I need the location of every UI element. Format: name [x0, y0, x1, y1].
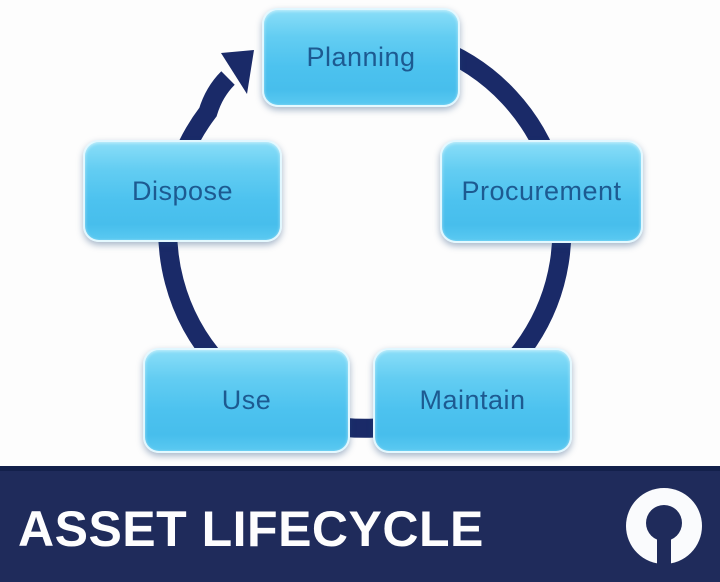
node-procurement: Procurement — [440, 140, 643, 243]
node-maintain-label: Maintain — [419, 385, 526, 415]
node-use: Use — [143, 348, 350, 453]
title-banner: ASSET LIFECYCLE — [0, 466, 720, 582]
keyhole-logo-icon — [626, 488, 702, 569]
node-procurement-label: Procurement — [461, 176, 622, 206]
node-maintain: Maintain — [373, 348, 572, 453]
node-planning: Planning — [262, 8, 460, 107]
node-planning-label: Planning — [306, 42, 416, 72]
node-use-label: Use — [221, 385, 272, 415]
arrowhead-icon — [221, 50, 254, 94]
node-dispose-label: Dispose — [131, 175, 234, 206]
node-dispose: Dispose — [83, 140, 282, 242]
banner-title: ASSET LIFECYCLE — [18, 500, 484, 557]
